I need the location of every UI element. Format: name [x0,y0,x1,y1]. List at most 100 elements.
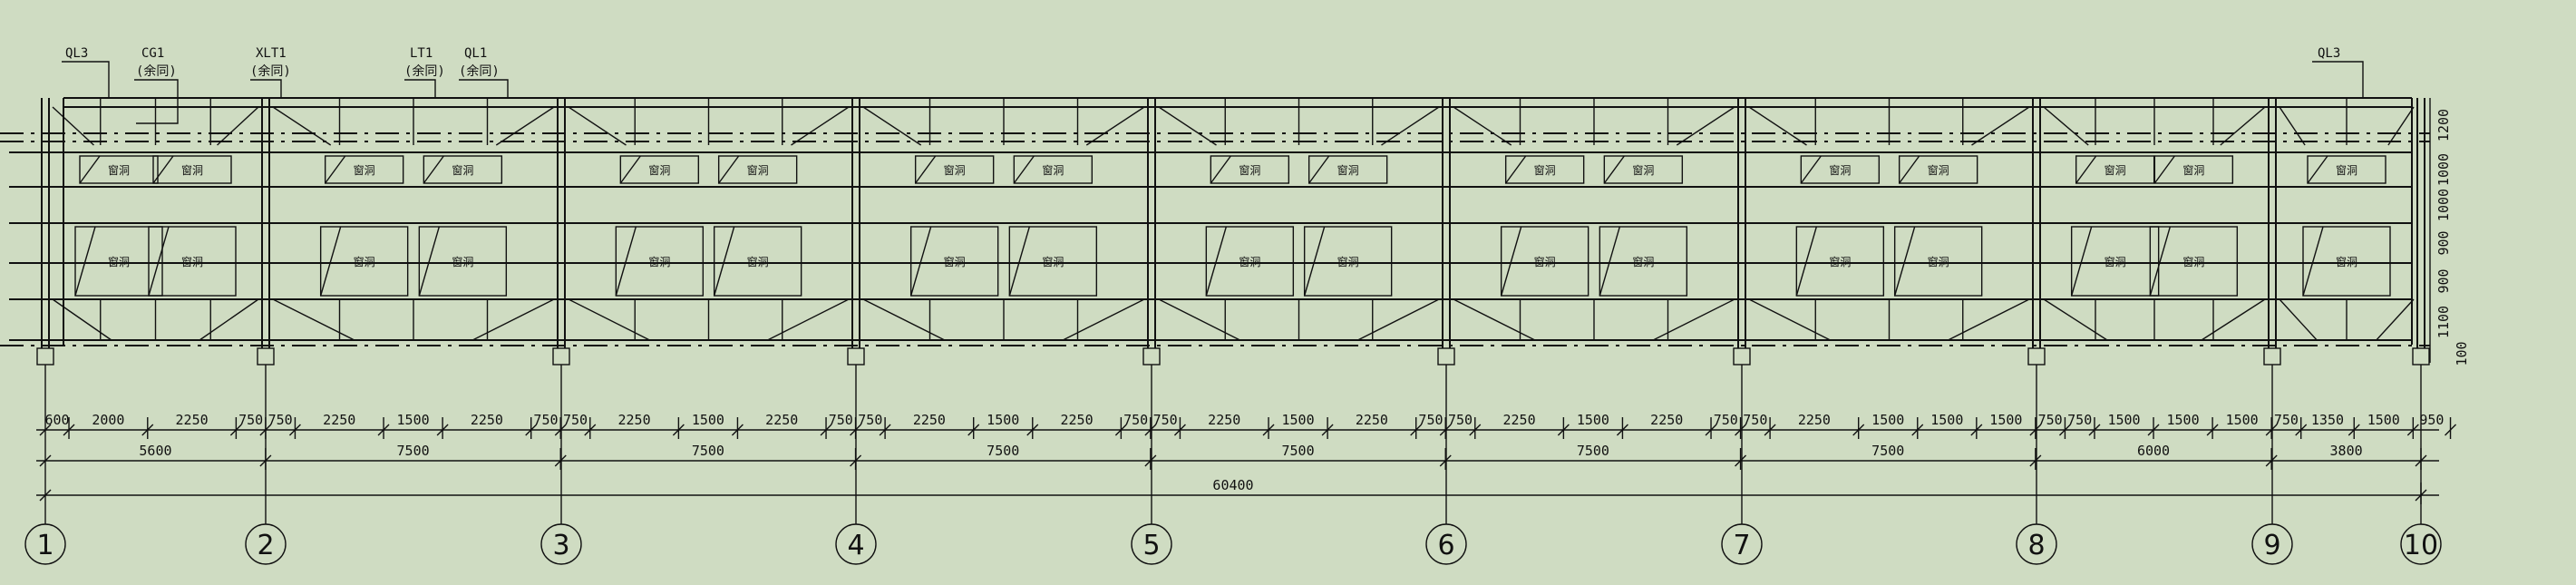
bottom-brace [862,298,946,341]
top-brace [52,106,94,146]
dim-row1-label: 750 [563,412,588,428]
top-brace [217,106,259,146]
bottom-brace [52,298,112,341]
window-label: 窗洞 [1928,164,1949,177]
dim-row1-label: 1500 [987,412,1019,428]
right-dim-6: 1100 [2435,306,2452,338]
top-brace [272,106,332,146]
dim-row2-label: 3800 [2330,443,2363,459]
window-frame [2307,155,2386,184]
window-label: 窗洞 [944,164,966,177]
window-frame [713,226,802,297]
window-label: 窗洞 [1337,164,1359,177]
window-frame [914,155,995,184]
dim-row1-label: 750 [2067,412,2092,428]
dim-row1-label: 1350 [2311,412,2344,428]
bottom-brace [2279,298,2318,341]
axis-bubble [24,523,66,565]
tag-xlt1: XLT1 (余同) [250,46,291,98]
columns [36,98,2430,366]
window-label: 窗洞 [1632,164,1654,177]
window-label: 窗洞 [747,256,769,268]
dim-row1-label: 750 [2274,412,2299,428]
window-label: 窗洞 [1928,256,1949,268]
window-frame [1008,226,1098,297]
bottom-brace [1453,298,1536,341]
axis-label: 8 [2027,530,2045,561]
window-label: 窗洞 [1239,256,1260,268]
right-dim-3: 1000 [2435,189,2452,221]
dim-row1-label: 950 [2419,412,2444,428]
building-frame [0,97,2430,346]
dim-row1-label: 2250 [913,412,946,428]
bottom-brace [2376,298,2415,341]
right-dim-1: 1200 [2435,109,2452,141]
window-frame [2070,226,2160,297]
window-frame [1307,155,1388,184]
dim-row2-label: 7500 [1282,443,1315,459]
tag-ql1-sub: (余同) [459,63,500,79]
window-frame [1500,226,1589,297]
axis-label: 1 [36,530,53,561]
dim-row1-label: 2250 [323,412,355,428]
window-label: 窗洞 [1042,164,1064,177]
dim-row1-label: 2250 [1356,412,1388,428]
bay-bracing-and-windows: 窗洞窗洞窗洞窗洞窗洞窗洞窗洞窗洞窗洞窗洞窗洞窗洞窗洞窗洞窗洞窗洞窗洞窗洞窗洞窗洞… [52,98,2415,341]
window-hatch [319,226,342,297]
window-label: 窗洞 [1534,256,1556,268]
dim-row1-label: 1500 [2226,412,2259,428]
window-frame [423,155,503,184]
top-brace [1676,106,1735,146]
dim-row1-label: 750 [858,412,882,428]
window-label: 窗洞 [2182,164,2204,177]
dim-row1-label: 2250 [1798,412,1831,428]
axis-label: 9 [2263,530,2280,561]
window-frame [79,155,159,184]
window-frame [1599,226,1688,297]
dim-row1-label: 2250 [1208,412,1240,428]
window-hatch [1599,226,1621,297]
dim-row1-label: 2250 [618,412,651,428]
top-brace [1381,106,1440,146]
window-frame [319,226,409,297]
window-label: 窗洞 [1534,164,1556,177]
column-footing [2263,347,2281,366]
window-frame [324,155,404,184]
window-hatch [1308,155,1330,184]
column-footing [2027,347,2046,366]
window-label: 窗洞 [747,164,769,177]
dim-row1-label: 1500 [2167,412,2200,428]
window-hatch [1899,155,1920,184]
window-hatch [909,226,932,297]
tag-ql1: QL1 (余同) [459,46,509,98]
window-label: 窗洞 [2182,256,2204,268]
window-frame [1603,155,1684,184]
dim-row1-label: 750 [1714,412,1738,428]
dim-row1-label: 750 [1743,412,1767,428]
window-label: 窗洞 [354,164,375,177]
column-footing [847,347,865,366]
window-hatch [74,226,96,297]
tag-ql3-left-text: QL3 [65,46,88,61]
dim-row1-label: 750 [1123,412,1148,428]
tag-lt1-sub: (余同) [404,63,445,79]
window-label: 窗洞 [648,164,670,177]
window-label: 窗洞 [2336,164,2357,177]
window-hatch [2070,226,2093,297]
dim-row1-label: 1500 [2367,412,2400,428]
window-label: 窗洞 [1337,256,1359,268]
window-hatch [1893,226,1916,297]
bottom-brace [272,298,355,341]
dim-row2-label: 6000 [2137,443,2170,459]
axis-bubble [245,523,287,565]
dim-row1-label: 2250 [176,412,209,428]
dim-row1-label: 2250 [1061,412,1094,428]
top-brace [2043,106,2089,146]
dim-row1-label: 1500 [1282,412,1315,428]
window-hatch [2302,226,2324,297]
window-hatch [2149,226,2172,297]
dim-total-label: 60400 [1212,477,1253,493]
dim-row1-label: 750 [1448,412,1473,428]
window-frame [615,226,705,297]
